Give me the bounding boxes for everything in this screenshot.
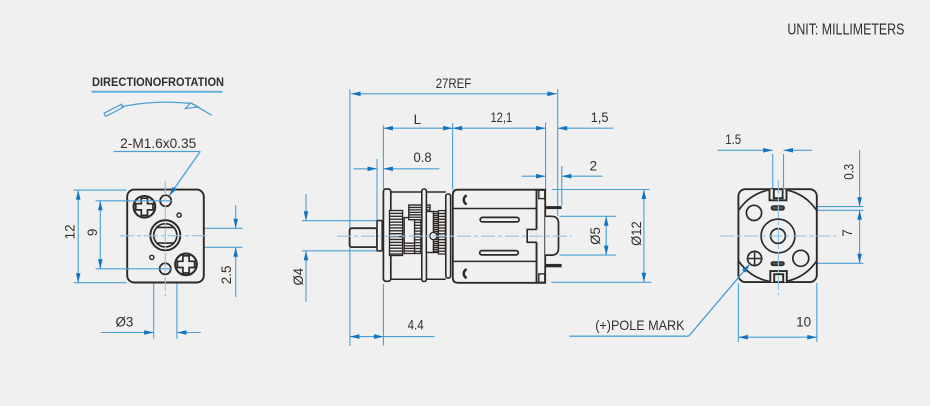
svg-text:L: L [414,112,421,127]
svg-text:2.5: 2.5 [219,266,234,285]
svg-text:4.4: 4.4 [408,317,424,332]
svg-text:0.8: 0.8 [414,150,432,165]
svg-text:10: 10 [796,315,811,330]
svg-text:UNIT: MILLIMETERS: UNIT: MILLIMETERS [787,22,904,39]
svg-text:12: 12 [62,224,77,239]
svg-text:7: 7 [840,229,855,236]
svg-text:1,5: 1,5 [591,110,609,125]
svg-text:2: 2 [590,159,597,174]
svg-text:27REF: 27REF [436,76,472,91]
svg-text:2-M1.6x0.35: 2-M1.6x0.35 [120,136,196,151]
svg-text:Ø5: Ø5 [588,227,603,245]
svg-text:Ø12: Ø12 [629,221,644,246]
svg-text:(+)POLE MARK: (+)POLE MARK [595,317,685,333]
svg-text:1.5: 1.5 [725,132,741,147]
svg-text:DIRECTIONOFROTATION: DIRECTIONOFROTATION [92,75,224,89]
svg-text:Ø3: Ø3 [115,315,133,330]
svg-text:12,1: 12,1 [490,110,512,125]
svg-text:0.3: 0.3 [842,164,857,180]
svg-text:Ø4: Ø4 [291,267,306,285]
svg-text:9: 9 [85,229,100,236]
